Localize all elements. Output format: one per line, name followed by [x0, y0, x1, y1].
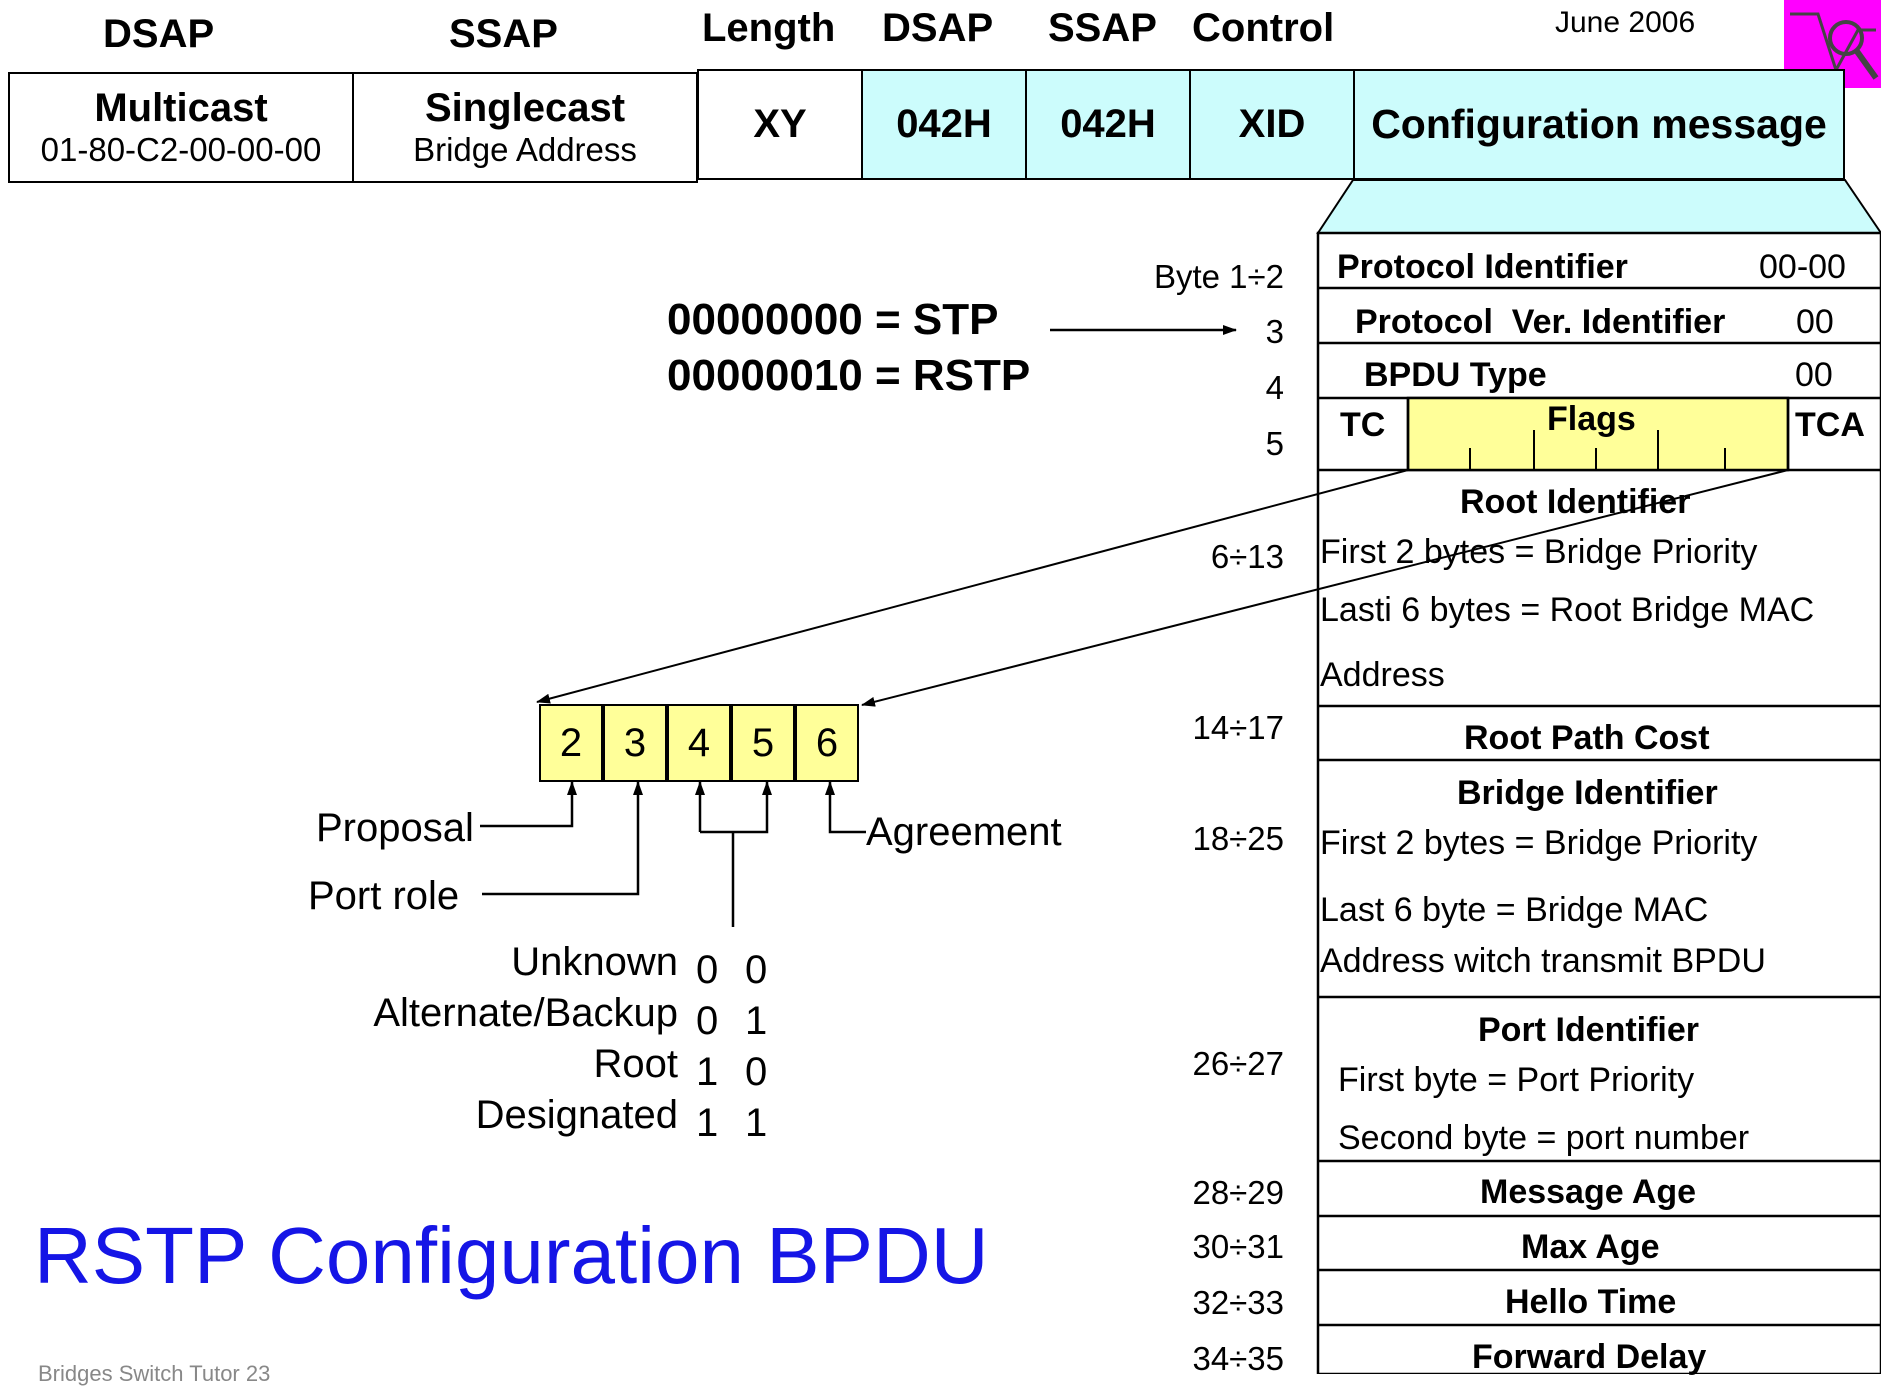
singlecast-title: Singlecast — [424, 86, 626, 130]
bridge-identifier-line-1: First 2 bytes = Bridge Priority — [1320, 824, 1758, 862]
hello-time-title: Hello Time — [1505, 1283, 1677, 1321]
configuration-message-label: Configuration message — [1371, 101, 1827, 147]
flag-bit-2: 2 — [539, 704, 603, 782]
byte-offset-18-25: 18÷25 — [1192, 820, 1284, 857]
multicast-address: 01-80-C2-00-00-00 — [40, 131, 322, 168]
port-role-bit-2: 0 — [745, 948, 768, 992]
flag-bit-4: 4 — [667, 704, 731, 782]
byte-offset-30-31: 30÷31 — [1192, 1228, 1284, 1265]
control-value: XID — [1238, 102, 1306, 146]
tca-flag-label: TCA — [1795, 406, 1865, 444]
root-identifier-title: Root Identifier — [1460, 483, 1691, 521]
version-note-stp: 00000000 = STP — [667, 295, 999, 344]
singlecast-field: Singlecast Bridge Address — [352, 72, 698, 183]
port-identifier-line-2: Second byte = port number — [1338, 1119, 1750, 1157]
port-identifier-line-1: First byte = Port Priority — [1338, 1061, 1695, 1099]
header-length: Length — [702, 6, 836, 50]
port-role-bit-1: 0 — [696, 948, 719, 992]
header-dsap-2: DSAP — [882, 6, 994, 50]
port-role-label: Port role — [308, 874, 460, 918]
byte-offset-4: 4 — [1265, 369, 1284, 406]
byte-offset-28-29: 28÷29 — [1192, 1174, 1284, 1211]
byte-offset-6-13: 6÷13 — [1210, 538, 1284, 575]
multicast-title: Multicast — [94, 86, 268, 130]
byte-offset-34-35: 34÷35 — [1192, 1340, 1284, 1377]
control-field: XID — [1189, 69, 1355, 180]
flag-bit-6: 6 — [795, 704, 859, 782]
dsap-value: 042H — [896, 102, 992, 146]
length-value: XY — [753, 102, 807, 146]
ssap-field: 042H — [1025, 69, 1191, 180]
header-control: Control — [1192, 6, 1335, 50]
bpdu-table-border — [1316, 231, 1881, 1374]
bridge-identifier-line-2: Last 6 byte = Bridge MAC — [1320, 891, 1709, 929]
header-dsap-1: DSAP — [103, 12, 215, 56]
port-role-bit-2: 1 — [745, 999, 768, 1043]
port-role-bit-1: 1 — [696, 1050, 719, 1094]
length-field: XY — [697, 69, 863, 180]
protocol-version-label: Protocol Ver. Identifier — [1355, 303, 1726, 341]
flag-bit-5: 5 — [731, 704, 795, 782]
header-ssap-2: SSAP — [1048, 6, 1157, 50]
byte-offset-32-33: 32÷33 — [1192, 1284, 1284, 1321]
port-role-name: Designated — [475, 1093, 678, 1137]
expansion-trapezoid — [1316, 179, 1881, 234]
bpdu-type-value: 00 — [1795, 356, 1833, 394]
date-label: June 2006 — [1555, 6, 1696, 39]
byte-offset-1-2: Byte 1÷2 — [1153, 258, 1284, 295]
ssap-value: 042H — [1060, 102, 1156, 146]
byte-offset-3: 3 — [1265, 313, 1284, 350]
port-role-table: Unknown 0 0 Alternate/Backup 0 1 Root 1 … — [300, 940, 770, 1145]
configuration-message-field: Configuration message — [1353, 69, 1845, 180]
header-ssap-1: SSAP — [449, 12, 558, 56]
protocol-identifier-value: 00-00 — [1759, 248, 1846, 286]
forward-delay-title: Forward Delay — [1472, 1338, 1707, 1376]
protocol-identifier-label: Protocol Identifier — [1337, 248, 1628, 286]
tc-flag-label: TC — [1340, 406, 1386, 444]
bridge-identifier-title: Bridge Identifier — [1457, 774, 1718, 812]
dsap-field: 042H — [861, 69, 1027, 180]
root-path-cost-title: Root Path Cost — [1464, 719, 1710, 757]
flag-bit-3: 3 — [603, 704, 667, 782]
proposal-label: Proposal — [316, 806, 474, 850]
singlecast-address: Bridge Address — [413, 131, 637, 168]
port-role-name: Root — [593, 1042, 679, 1086]
port-role-bit-1: 1 — [696, 1101, 719, 1145]
version-note-rstp: 00000010 = RSTP — [667, 351, 1031, 400]
flags-label: Flags — [1547, 400, 1636, 438]
port-role-bit-1: 0 — [696, 999, 719, 1043]
max-age-title: Max Age — [1521, 1228, 1660, 1266]
port-role-name: Unknown — [511, 940, 678, 984]
root-identifier-line-3: Address — [1320, 656, 1445, 694]
slide-title: RSTP Configuration BPDU — [34, 1211, 989, 1300]
bridge-identifier-line-3: Address witch transmit BPDU — [1320, 942, 1766, 980]
bpdu-type-label: BPDU Type — [1364, 356, 1547, 394]
root-identifier-line-1: First 2 bytes = Bridge Priority — [1320, 533, 1758, 571]
root-identifier-line-2: Lasti 6 bytes = Root Bridge MAC — [1320, 591, 1815, 629]
footer-text: Bridges Switch Tutor 23 — [38, 1361, 271, 1386]
byte-offset-26-27: 26÷27 — [1192, 1045, 1284, 1082]
port-role-name: Alternate/Backup — [373, 991, 678, 1035]
port-role-bit-2: 0 — [745, 1050, 768, 1094]
byte-offset-14-17: 14÷17 — [1192, 709, 1284, 746]
message-age-title: Message Age — [1480, 1173, 1697, 1211]
byte-offset-5: 5 — [1265, 425, 1284, 462]
protocol-version-value: 00 — [1796, 303, 1834, 341]
port-role-bit-2: 1 — [745, 1101, 768, 1145]
port-identifier-title: Port Identifier — [1478, 1011, 1700, 1049]
agreement-label: Agreement — [866, 810, 1062, 854]
